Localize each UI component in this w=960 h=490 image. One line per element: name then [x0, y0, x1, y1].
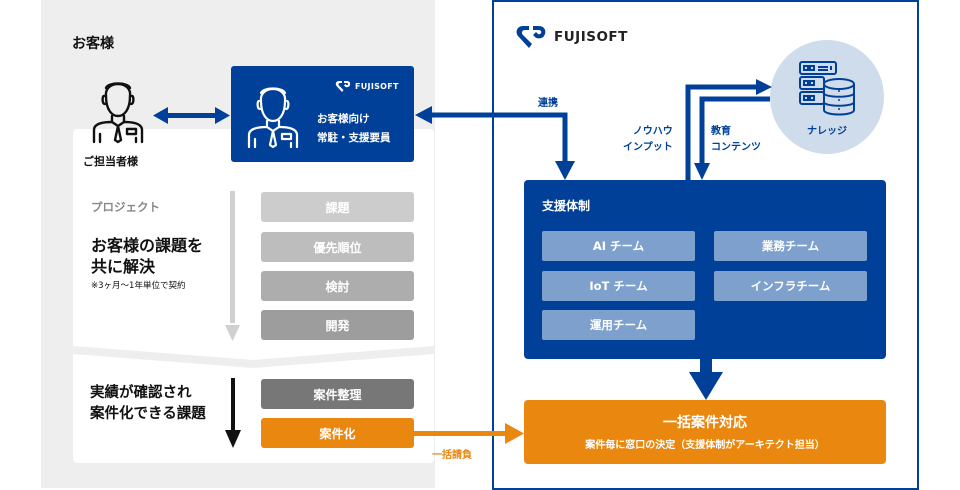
team-infra: インフラチーム — [714, 271, 867, 301]
project-heading-line2: 共に解決 — [91, 257, 156, 276]
fujisoft-logo-icon — [516, 26, 546, 48]
fujisoft-logo: FUJISOFT — [515, 24, 628, 50]
project-progress-arrow — [225, 191, 240, 341]
team-ai: AI チーム — [542, 231, 695, 261]
edu-line1: 教育 — [711, 126, 731, 137]
contact-staff-double-arrow — [153, 107, 230, 124]
knowhow-input-arrow — [685, 79, 772, 180]
project-label: プロジェクト — [91, 200, 160, 214]
knowhow-line1: ノウハウ — [632, 126, 673, 137]
team-iot: IoT チーム — [542, 271, 695, 301]
team-business: 業務チーム — [714, 231, 867, 261]
step-case-creation: 案件化 — [261, 418, 414, 448]
contact-person-icon — [92, 82, 144, 144]
staff-card-line2: 常駐・支援要員 — [317, 132, 391, 144]
team-operations: 運用チーム — [542, 310, 695, 340]
staff-person-icon — [247, 87, 299, 149]
staff-card-logo: FUJISOFT — [335, 80, 399, 93]
collaboration-label: 連携 — [538, 98, 558, 109]
staff-card-line1: お客様向け — [317, 113, 370, 125]
support-to-bulk-arrow — [689, 359, 723, 400]
education-content-label: 教育 コンテンツ — [711, 124, 761, 156]
step-review: 検討 — [261, 271, 414, 301]
knowhow-input-label: ノウハウ インプット — [623, 124, 673, 156]
contract-term-note: ※3ヶ月〜1年単位で契約 — [91, 281, 186, 291]
fujisoft-panel — [492, 0, 919, 490]
server-database-icon — [799, 61, 855, 116]
step-priority: 優先順位 — [261, 232, 414, 262]
bulk-case-subtitle: 案件毎に窓口の決定（支援体制がアーキテクト担当） — [585, 440, 825, 451]
bulk-case-box: 一括案件対応 案件毎に窓口の決定（支援体制がアーキテクト担当） — [524, 400, 886, 464]
result-heading-line1: 実績が確認され — [90, 385, 192, 401]
knowledge-circle: ナレッジ — [770, 40, 884, 154]
step-case-organize: 案件整理 — [261, 379, 414, 409]
staff-card-logo-text: FUJISOFT — [355, 82, 399, 91]
lump-sum-contract-arrow — [414, 423, 524, 444]
result-heading: 実績が確認され 案件化できる課題 — [90, 383, 206, 425]
support-structure-box: 支援体制 AI チーム 業務チーム IoT チーム インフラチーム 運用チーム — [524, 180, 886, 359]
fujisoft-logo-text: FUJISOFT — [554, 29, 628, 45]
project-heading-line1: お客様の課題を — [91, 236, 204, 255]
result-progress-arrow — [225, 378, 241, 448]
lump-sum-contract-label: 一括請負 — [432, 450, 472, 461]
result-heading-line2: 案件化できる課題 — [90, 406, 206, 422]
project-heading: お客様の課題を 共に解決 — [91, 235, 203, 277]
collaboration-arrow — [415, 106, 575, 180]
fujisoft-logo-icon — [335, 81, 351, 92]
knowhow-line2: インプット — [623, 142, 673, 153]
customer-panel-title: お客様 — [72, 36, 114, 52]
support-structure-title: 支援体制 — [542, 199, 591, 213]
edu-line2: コンテンツ — [711, 142, 761, 153]
resident-staff-card: FUJISOFT お客様向け 常駐・支援要員 — [231, 66, 414, 162]
contact-person-label: ご担当者様 — [83, 155, 138, 168]
phase-divider — [73, 346, 434, 368]
step-development: 開発 — [261, 310, 414, 340]
education-content-arrow — [694, 96, 770, 180]
bulk-case-title: 一括案件対応 — [663, 415, 747, 431]
staff-card-text: お客様向け 常駐・支援要員 — [317, 110, 391, 148]
knowledge-label: ナレッジ — [807, 126, 847, 137]
step-issue: 課題 — [261, 192, 414, 222]
